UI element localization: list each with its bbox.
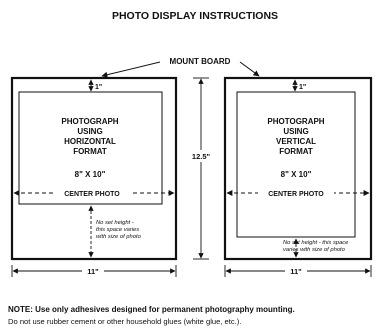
glue-warning: Do not use rubber cement or other househ… (8, 317, 242, 326)
left-width-label-bg (82, 265, 104, 277)
left-photo-size: 8" X 10" (75, 170, 106, 179)
left-top-margin-label: 1" (95, 84, 102, 91)
left-photo-line-2: USING (77, 127, 102, 136)
left-mount-board (10, 76, 178, 261)
right-width-label-bg (285, 265, 307, 277)
left-photo-line-1: PHOTOGRAPH (61, 117, 118, 126)
mount-board-label: MOUNT BOARD (170, 57, 231, 66)
right-photo-line-2: USING (283, 127, 308, 136)
left-photo-line-3: HORIZONTAL (64, 137, 116, 146)
right-center-photo-label: CENTER PHOTO (268, 191, 324, 198)
height-label-bg (189, 150, 213, 162)
right-width-label: 11" (290, 267, 302, 276)
right-top-margin-label: 1" (299, 84, 306, 91)
left-photo-line-4: FORMAT (73, 147, 107, 156)
left-center-photo-label: CENTER PHOTO (64, 191, 120, 198)
left-variable-note-line-1: No set height - (96, 220, 134, 226)
left-width-label: 11" (87, 267, 99, 276)
left-photo-frame (18, 91, 163, 205)
right-photo-line-4: FORMAT (279, 147, 313, 156)
left-variable-note-line-3: with size of photo (96, 234, 142, 240)
left-center-label-bg (54, 187, 130, 198)
mount-board-arrow-left (101, 61, 161, 78)
right-photo-line-1: PHOTOGRAPH (267, 117, 324, 126)
right-photo-size: 8" X 10" (281, 170, 312, 179)
right-variable-note-line-2: varies with size of photo (283, 247, 346, 253)
adhesive-note: NOTE: Use only adhesives designed for pe… (8, 305, 295, 314)
page-title: PHOTO DISPLAY INSTRUCTIONS (112, 10, 278, 22)
right-variable-note-line-1: No set height - this space (283, 240, 349, 246)
right-center-label-bg (258, 187, 334, 198)
mount-board-arrow-right (239, 61, 260, 77)
height-label: 12.5" (192, 152, 211, 161)
right-mount-board (223, 76, 373, 261)
right-photo-frame (236, 91, 356, 238)
right-photo-line-3: VERTICAL (276, 137, 316, 146)
left-variable-note-line-2: this space varies (96, 227, 139, 233)
